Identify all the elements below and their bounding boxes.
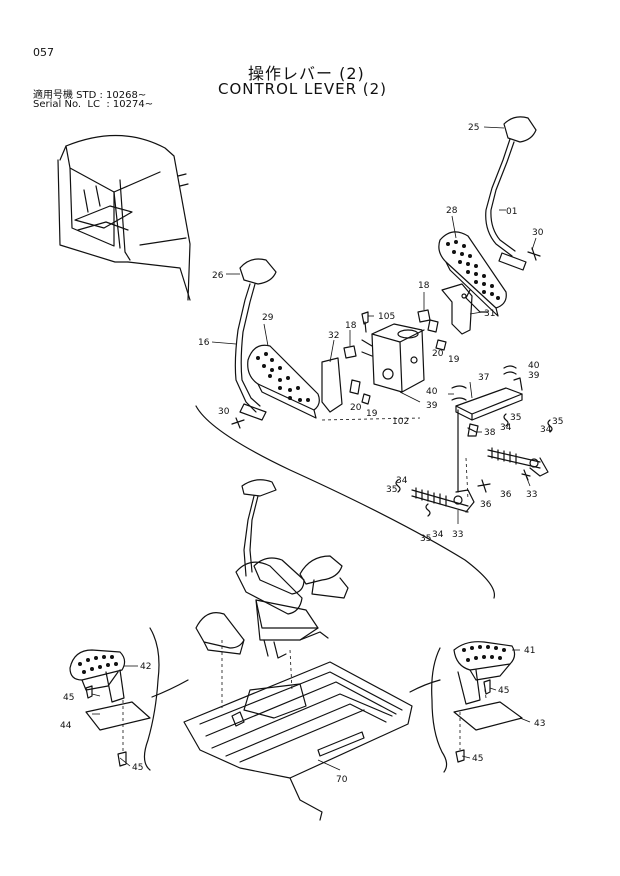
callout-44: 44	[60, 721, 72, 731]
link-rod-right	[487, 447, 549, 477]
callout-38: 38	[484, 428, 496, 438]
callout-19-right: 19	[448, 355, 460, 365]
callout-45-left-top: 45	[63, 693, 74, 703]
right-inset-pedal-dots	[462, 645, 506, 662]
callout-30-left: 30	[218, 407, 230, 417]
callout-37: 37	[478, 373, 489, 383]
left-pedal	[247, 344, 320, 419]
callout-16: 16	[198, 338, 210, 348]
right-pedal-grip-dots	[446, 240, 500, 300]
title-japanese: 操作レバー (2)	[248, 64, 365, 83]
callout-43: 43	[534, 719, 545, 729]
callout-45-left-bottom: 45	[132, 763, 143, 773]
callout-40-top: 40	[528, 361, 540, 371]
callout-20-right: 20	[432, 349, 444, 359]
callout-20-left: 20	[350, 403, 362, 413]
link-rod-left	[411, 409, 475, 513]
left-inset-pedal-dots	[78, 655, 118, 674]
left-pedal-grip-dots	[256, 352, 310, 402]
callout-28: 28	[446, 206, 458, 216]
excavator-cab-illustration	[57, 134, 191, 301]
left-inset-pedal	[69, 649, 151, 731]
callout-42: 42	[140, 662, 151, 672]
callout-45-right-bottom: 45	[472, 754, 483, 764]
callout-32: 32	[328, 331, 339, 341]
leader-lines	[91, 126, 537, 771]
callout-41: 41	[524, 646, 535, 656]
callout-26: 26	[212, 271, 224, 281]
callout-34-c: 34	[396, 476, 408, 486]
callout-34-d: 34	[432, 530, 444, 540]
callout-25: 25	[468, 123, 479, 133]
callout-35-d: 35	[420, 534, 431, 544]
callout-35-b: 35	[552, 417, 563, 427]
serial-line-lc: Serial No. LC : 10274~	[33, 99, 154, 110]
title-english: CONTROL LEVER (2)	[218, 80, 388, 98]
pilot-valve	[361, 323, 425, 393]
floor-plate	[183, 661, 413, 821]
callout-39-top: 39	[528, 371, 540, 381]
callout-30-right: 30	[532, 228, 544, 238]
callout-40-left: 40	[426, 387, 438, 397]
callout-18-right: 18	[418, 281, 430, 291]
callout-18-left: 18	[345, 321, 357, 331]
serial-line-std: 適用号機 STD : 10268~	[33, 90, 147, 101]
callout-labels: 01 25 28 30 30 26 16 29 32 18 18 105 31 …	[60, 123, 563, 785]
right-inset-pedal	[453, 641, 523, 731]
callout-70: 70	[336, 775, 348, 785]
callout-29: 29	[262, 313, 274, 323]
left-control-lever	[234, 258, 277, 421]
callout-102: 102	[392, 417, 409, 427]
callout-01: 01	[506, 207, 517, 217]
callout-34-b: 34	[540, 425, 552, 435]
callout-33-left: 33	[452, 530, 463, 540]
callout-36-right: 36	[500, 490, 512, 500]
callout-45-right-top: 45	[498, 686, 509, 696]
callout-34-a: 34	[500, 423, 512, 433]
callout-36-left: 36	[480, 500, 492, 510]
callout-35-a: 35	[510, 413, 521, 423]
link-bracket	[455, 387, 523, 421]
callout-31: 31	[484, 309, 495, 319]
callout-39-left: 39	[426, 401, 438, 411]
central-assembly	[235, 479, 349, 659]
callout-105: 105	[378, 312, 395, 322]
callout-19-left: 19	[366, 409, 378, 419]
callout-33-right: 33	[526, 490, 537, 500]
right-control-lever	[485, 116, 537, 271]
callout-35-c: 35	[386, 485, 397, 495]
right-pedal	[438, 231, 507, 317]
page-number: 057	[33, 46, 54, 59]
